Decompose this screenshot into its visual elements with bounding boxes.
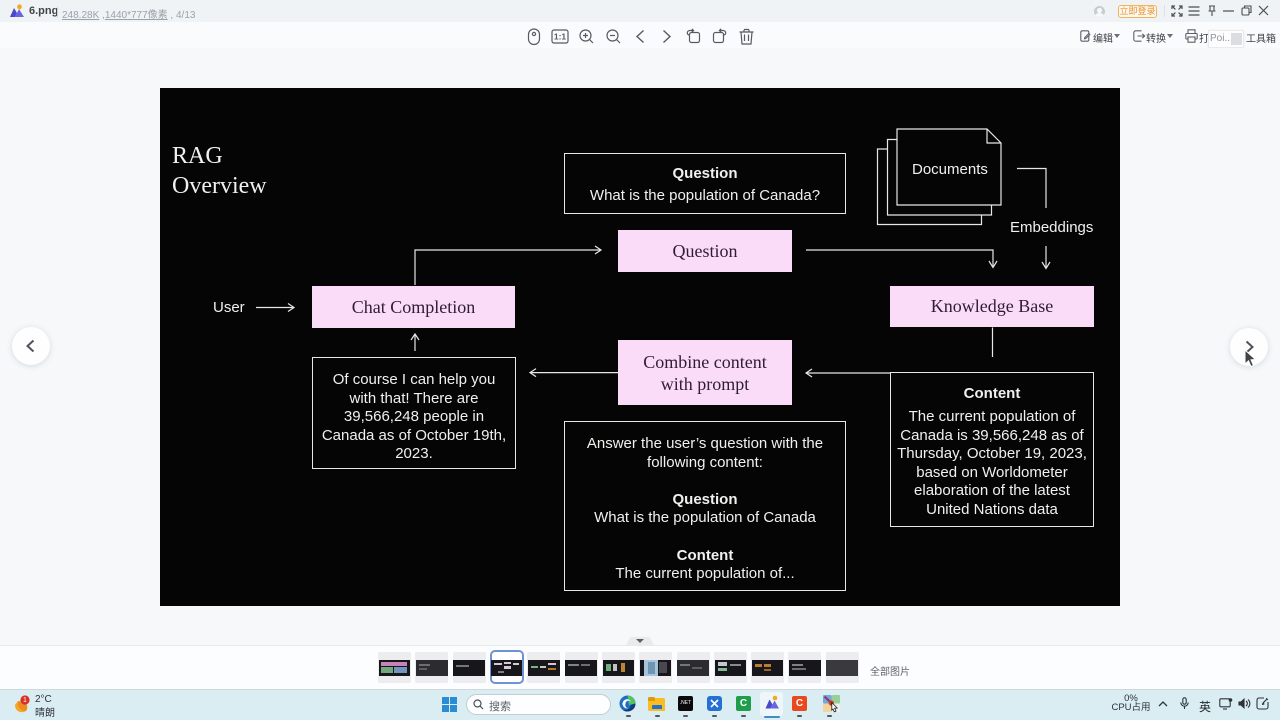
svg-text:1:1: 1:1 [554, 32, 567, 42]
svg-text:1: 1 [23, 697, 27, 704]
